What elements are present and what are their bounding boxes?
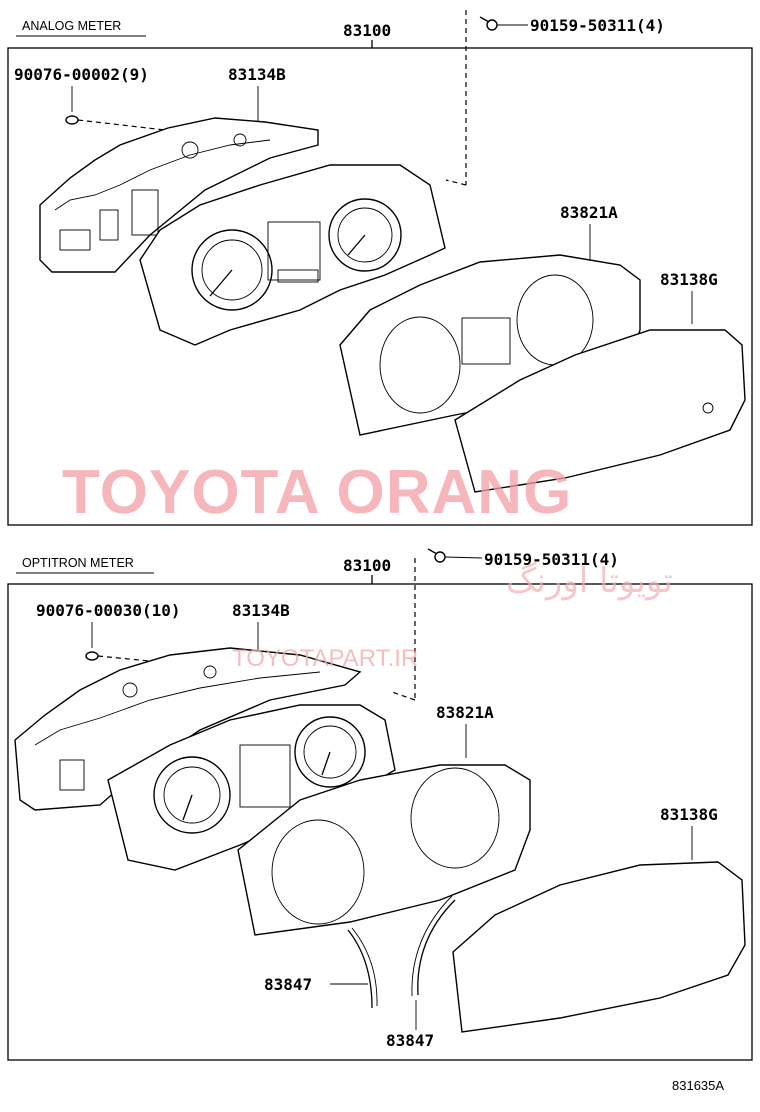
optitron-plate-label[interactable]: 83821A	[436, 703, 494, 722]
optitron-screw-left-label[interactable]: 90076-00030(10)	[36, 601, 181, 620]
analog-meter-glass-drawing	[454, 329, 746, 493]
analog-screw-top-label[interactable]: 90159-50311(4)	[530, 16, 665, 35]
brand-watermark: TOYOTA ORANG	[62, 458, 572, 527]
optitron-screw-top-label[interactable]: 90159-50311(4)	[484, 550, 619, 569]
meter-case-drawing	[14, 647, 362, 811]
url-watermark: TOYOTAPART.IR	[232, 645, 418, 672]
analog-assembly-label[interactable]: 83100	[343, 21, 391, 40]
arabic-watermark: تویوتا اورنگ	[506, 561, 673, 601]
optitron-case-label[interactable]: 83134B	[232, 601, 290, 620]
optitron-meter-plate-drawing	[237, 764, 531, 936]
meter-case-drawing	[39, 117, 319, 273]
screw-icon	[479, 16, 528, 31]
optitron-meter-section: OPTITRON METER 83100 90159-50311(4) 9007…	[7, 548, 753, 1061]
optitron-section-title: OPTITRON METER	[22, 556, 134, 570]
analog-section-frame	[7, 47, 753, 526]
analog-section-title: ANALOG METER	[22, 19, 121, 33]
optitron-meter-glass-drawing	[452, 861, 746, 1033]
optitron-ring-b-drawing	[411, 895, 456, 997]
analog-meter-section: ANALOG METER 83100 90159-50311(4) 90076-…	[7, 10, 753, 526]
screw-icon	[427, 548, 483, 563]
screw-icon	[85, 651, 161, 663]
optitron-meter-face-drawing	[107, 704, 396, 871]
optitron-section-frame	[7, 583, 753, 1061]
optitron-ring-a-drawing	[347, 927, 378, 1009]
analog-plate-label[interactable]: 83821A	[560, 203, 618, 222]
analog-glass-label[interactable]: 83138G	[660, 270, 718, 289]
analog-meter-face-drawing	[139, 164, 446, 346]
screw-icon	[65, 115, 166, 131]
optitron-ring-a-label[interactable]: 83847	[264, 975, 312, 994]
analog-screw-left-label[interactable]: 90076-00002(9)	[14, 65, 149, 84]
optitron-assembly-label[interactable]: 83100	[343, 556, 391, 575]
figure-code: 831635A	[672, 1078, 724, 1093]
optitron-ring-b-label[interactable]: 83847	[386, 1031, 434, 1050]
analog-case-label[interactable]: 83134B	[228, 65, 286, 84]
optitron-glass-label[interactable]: 83138G	[660, 805, 718, 824]
